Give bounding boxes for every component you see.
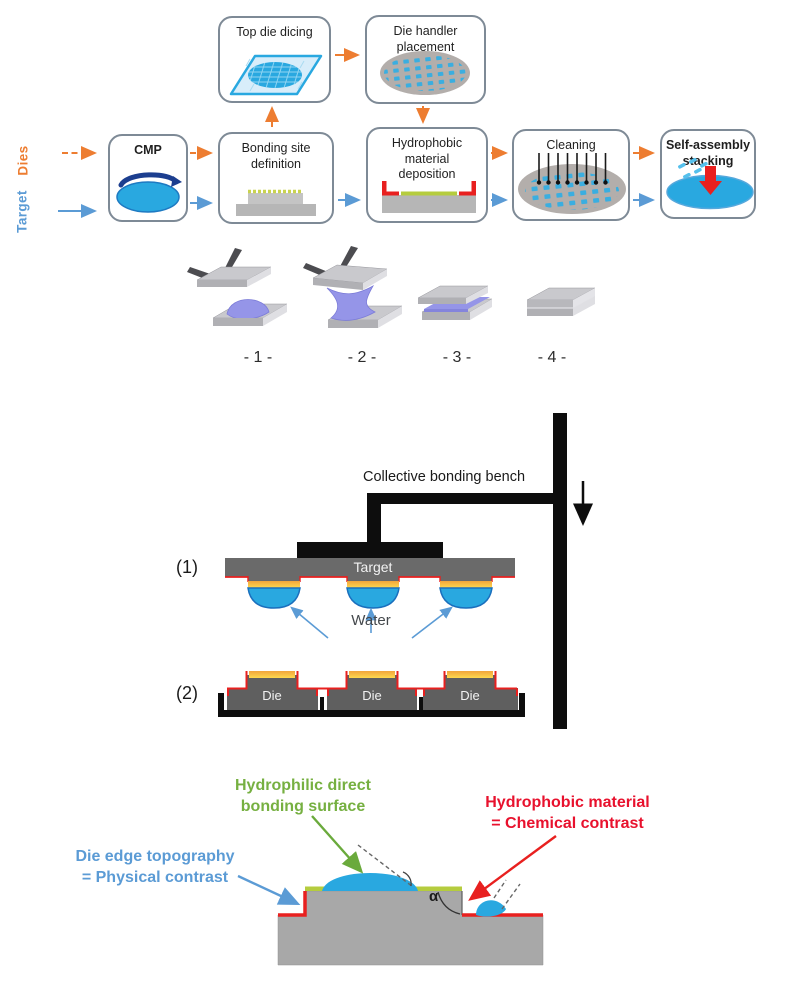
- substrate-cross-section: [277, 890, 544, 966]
- falling-die-dashes: [678, 157, 708, 179]
- flow-box-cmp: CMP: [108, 134, 188, 222]
- bench-title: Collective bonding bench: [362, 469, 526, 485]
- flow-arrows: [58, 48, 655, 218]
- step2-drawing: [303, 246, 403, 328]
- step1-drawing: [187, 248, 288, 326]
- hydrophobic-substrate-icon: [382, 181, 476, 213]
- step4-drawing: [526, 287, 596, 316]
- hydrophobic-pointer-arrow: [468, 835, 557, 901]
- flow-box-die-handler: Die handler placement: [365, 15, 486, 104]
- dies-row: [218, 671, 525, 717]
- cleaning-brush-lines: [538, 153, 607, 181]
- flow-box-bonding-site: Bonding site definition: [218, 132, 334, 224]
- flow-box-hydrophobic: Hydrophobic material deposition: [366, 127, 488, 223]
- topography-pointer-arrow: [237, 874, 301, 906]
- large-water-droplet: [322, 873, 418, 891]
- target-plate-label: Target: [353, 559, 393, 575]
- hydrophilic-pointer-arrow: [311, 815, 364, 874]
- topography-label-line2: = Physical contrast: [81, 868, 229, 886]
- dicing-wafer-icon: [229, 54, 323, 96]
- cmp-label: CMP: [134, 143, 162, 157]
- water-droplets: [247, 587, 493, 609]
- hydrophobic-label: Hydrophobic material deposition: [391, 136, 463, 182]
- step-label-2: - 2 -: [347, 349, 377, 366]
- hydrophobic-label-line1: Hydrophobic material: [485, 794, 650, 811]
- alpha-angle-label: α: [429, 888, 439, 905]
- flow-box-top-die-dicing: Top die dicing: [218, 16, 331, 103]
- small-water-droplet: [476, 900, 506, 917]
- die-handler-label: Die handler placement: [393, 24, 458, 54]
- topography-label-line1: Die edge topography: [75, 848, 235, 865]
- die-block: [423, 671, 518, 710]
- step-label-3: - 3 -: [442, 349, 472, 366]
- hydrophilic-label: Hydrophilic direct bonding surface: [203, 776, 403, 818]
- die-tray: [218, 693, 525, 717]
- water-label: Water: [351, 612, 391, 629]
- hydrophilic-label-line2: bonding surface: [240, 797, 366, 815]
- bench-row2-label: (2): [176, 683, 198, 703]
- cleaning-label: Cleaning: [546, 138, 596, 152]
- contrast-drawing: [237, 815, 557, 966]
- die-label: Die: [262, 688, 282, 703]
- bonding-bench-drawing: [218, 413, 593, 729]
- flow-box-self-assembly: Self-assembly stacking: [660, 129, 756, 219]
- orange-dies-path-arrows: [62, 48, 655, 160]
- blue-target-path-arrows: [58, 193, 655, 218]
- bonding-site-label: Bonding site definition: [241, 141, 311, 171]
- hydrophilic-label-line1: Hydrophilic direct: [234, 777, 372, 794]
- target-plate: [225, 558, 515, 609]
- bench-row1-label: (1): [176, 557, 198, 577]
- step-label-1: - 1 -: [243, 349, 273, 366]
- step-label-4: - 4 -: [537, 349, 567, 366]
- die-map-icon: [380, 51, 470, 95]
- die-block: [227, 671, 441, 710]
- die-label: Die: [460, 688, 480, 703]
- self-assembly-icon: [666, 157, 754, 210]
- die-label: Die: [362, 688, 382, 703]
- hydrophobic-label: Hydrophobic material = Chemical contrast: [460, 793, 675, 835]
- top-die-dicing-label: Top die dicing: [236, 25, 313, 39]
- topography-label: Die edge topography = Physical contrast: [55, 847, 255, 889]
- hydrophobic-layer-left: [278, 891, 307, 917]
- droplet-contact-arc: [402, 871, 412, 887]
- hydrophobic-label-line2: = Chemical contrast: [491, 814, 644, 832]
- alpha-angle-arc: [437, 891, 461, 915]
- bonding-substrate-icon: [236, 189, 316, 216]
- red-down-arrow: [699, 166, 722, 195]
- self-assembly-label: Self-assembly stacking: [665, 138, 751, 168]
- cmp-wafer-icon: [116, 172, 182, 213]
- bench-frame: [297, 413, 567, 729]
- cleaning-wafer-icon: [518, 153, 626, 214]
- placement-steps-drawing: [187, 246, 596, 328]
- water-pointer-arrows: [290, 606, 453, 639]
- contact-angle-tangents: [357, 844, 521, 910]
- flow-box-cleaning: Cleaning: [512, 129, 630, 221]
- die-block: [327, 671, 417, 710]
- target-mesas: [247, 575, 493, 588]
- step3-drawing: [417, 285, 493, 320]
